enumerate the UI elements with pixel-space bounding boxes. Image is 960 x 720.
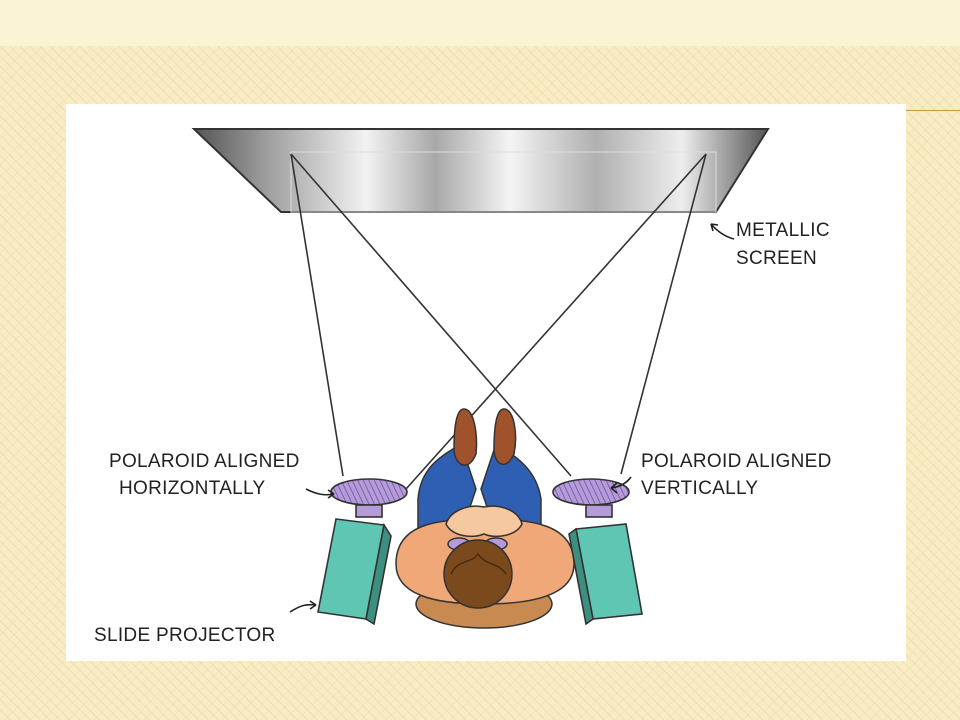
label-arrows xyxy=(289,223,735,613)
viewer-person xyxy=(395,408,575,629)
figure-panel: METALLIC SCREEN POLAROID ALIGNED HORIZON… xyxy=(66,104,906,661)
metallic-screen xyxy=(191,128,770,213)
projector-label: SLIDE PROJECTOR xyxy=(94,625,276,646)
right-polaroid-label-line1: POLAROID ALIGNED xyxy=(641,451,832,472)
screen-label-line1: METALLIC xyxy=(736,220,830,241)
polarized-projection-diagram: METALLIC SCREEN POLAROID ALIGNED HORIZON… xyxy=(94,128,832,646)
left-polaroid-label-line2: HORIZONTALLY xyxy=(119,478,265,499)
left-polaroid-label-line1: POLAROID ALIGNED xyxy=(109,451,300,472)
slide-header-band xyxy=(0,0,960,46)
left-slide-projector xyxy=(317,478,408,626)
right-slide-projector xyxy=(552,478,643,626)
accent-rule xyxy=(900,110,960,111)
screen-label-line2: SCREEN xyxy=(736,248,817,269)
right-polaroid-label-line2: VERTICALLY xyxy=(641,478,758,499)
